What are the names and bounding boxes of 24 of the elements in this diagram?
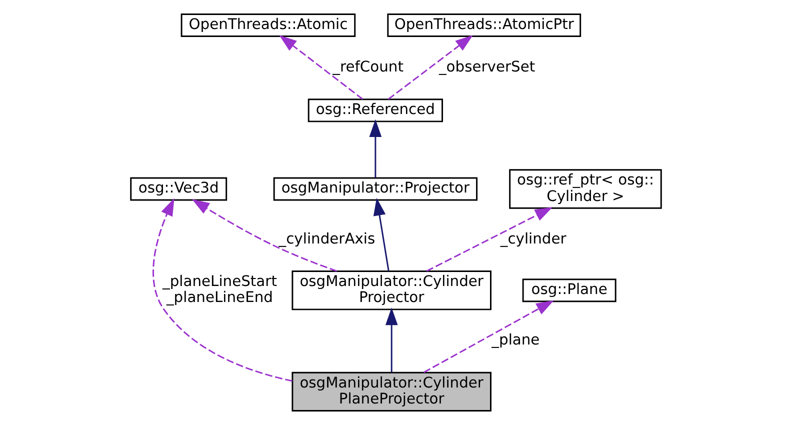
arrow (426, 207, 552, 272)
edge-label: _refCount (332, 58, 403, 76)
node-box: OpenThreads::AtomicPtr (386, 13, 581, 37)
node-box: osgManipulator::Cylinder Projector (291, 270, 491, 310)
edge-label: _cylinder (500, 230, 566, 248)
arrow (387, 35, 473, 100)
arrow (152, 198, 292, 382)
arrow (372, 198, 389, 271)
arrow (422, 300, 554, 374)
node-box: osg::Vec3d (130, 177, 227, 201)
node-box: osgManipulator::Cylinder PlaneProjector (291, 372, 491, 412)
edge-label: _planeLineStart _planeLineEnd (162, 272, 276, 306)
node-box: osg::Plane (522, 278, 616, 302)
edge-label: _plane (491, 332, 540, 349)
node-box: osgManipulator::Projector (272, 177, 478, 201)
arrow (191, 199, 336, 272)
edge-label: _observerSet (438, 58, 535, 76)
node-box: osg::Referenced (307, 98, 442, 122)
node-box: OpenThreads::Atomic (180, 13, 356, 37)
node-box: osg::ref_ptr< osg:: Cylinder > (508, 169, 662, 209)
edge-label: _cylinderAxis (278, 230, 375, 248)
arrow (384, 308, 398, 372)
arrow (278, 35, 363, 100)
arrow (368, 119, 382, 178)
